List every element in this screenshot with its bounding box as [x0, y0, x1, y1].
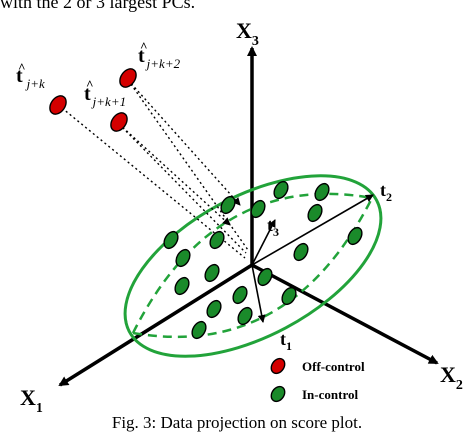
t3-vector [251, 219, 276, 266]
in-control-point [191, 320, 207, 340]
t2-vector [251, 194, 374, 266]
in-control-point [232, 285, 248, 305]
in-control-point [273, 180, 289, 200]
in-control-point [314, 182, 330, 202]
svg-text:tj+k+2: tj+k+2 [138, 45, 181, 71]
off-control-point-j-k-1 [110, 112, 128, 132]
in-control-point [347, 226, 363, 246]
in-control-point [209, 230, 225, 250]
projection-lines [61, 79, 249, 259]
in-control-point [237, 306, 253, 326]
legend: Off-control In-control [270, 357, 365, 403]
in-control-point [250, 199, 266, 219]
svg-text:^: ^ [86, 77, 94, 92]
dashed-boundary-upper [131, 192, 373, 334]
x3-axis-label: X3 [236, 18, 259, 49]
t3-label: t3 [267, 215, 279, 239]
in-control-point [307, 203, 323, 223]
in-control-point [220, 195, 236, 215]
in-control-point [175, 248, 191, 268]
in-control-point [293, 242, 309, 262]
svg-text:tj+k+1: tj+k+1 [84, 83, 126, 109]
figure-caption: Fig. 3: Data projection on score plot. [111, 413, 363, 432]
in-control-point [206, 299, 222, 319]
t2-label: t2 [380, 180, 392, 204]
in-control-points [163, 180, 363, 340]
off-control-points [49, 68, 137, 132]
t1-label: t1 [280, 329, 292, 353]
svg-text:tj+k: tj+k [16, 65, 45, 91]
x1-axis [58, 263, 253, 387]
dashed-boundary-lower [132, 197, 374, 338]
legend-off-control-label: Off-control [302, 359, 365, 374]
x2-axis-label: X2 [440, 362, 463, 393]
off-control-point-j-k-2 [119, 68, 137, 88]
control-ellipse [123, 174, 383, 358]
in-control-point [257, 267, 273, 287]
x2-axis [251, 263, 439, 365]
in-control-point [163, 230, 179, 250]
svg-text:^: ^ [18, 60, 26, 75]
in-control-point [204, 263, 220, 283]
off-control-point-j-k [49, 95, 67, 115]
svg-text:^: ^ [140, 39, 148, 54]
in-control-point [174, 276, 190, 296]
x1-axis-label: X1 [20, 385, 43, 416]
truncated-top-text: with the 2 or 3 largest PCs. [0, 0, 196, 12]
legend-in-control-swatch [270, 385, 286, 403]
legend-in-control-label: In-control [302, 387, 358, 402]
t1-vector [251, 264, 266, 323]
in-control-point [281, 286, 297, 306]
legend-off-control-swatch [270, 357, 286, 375]
